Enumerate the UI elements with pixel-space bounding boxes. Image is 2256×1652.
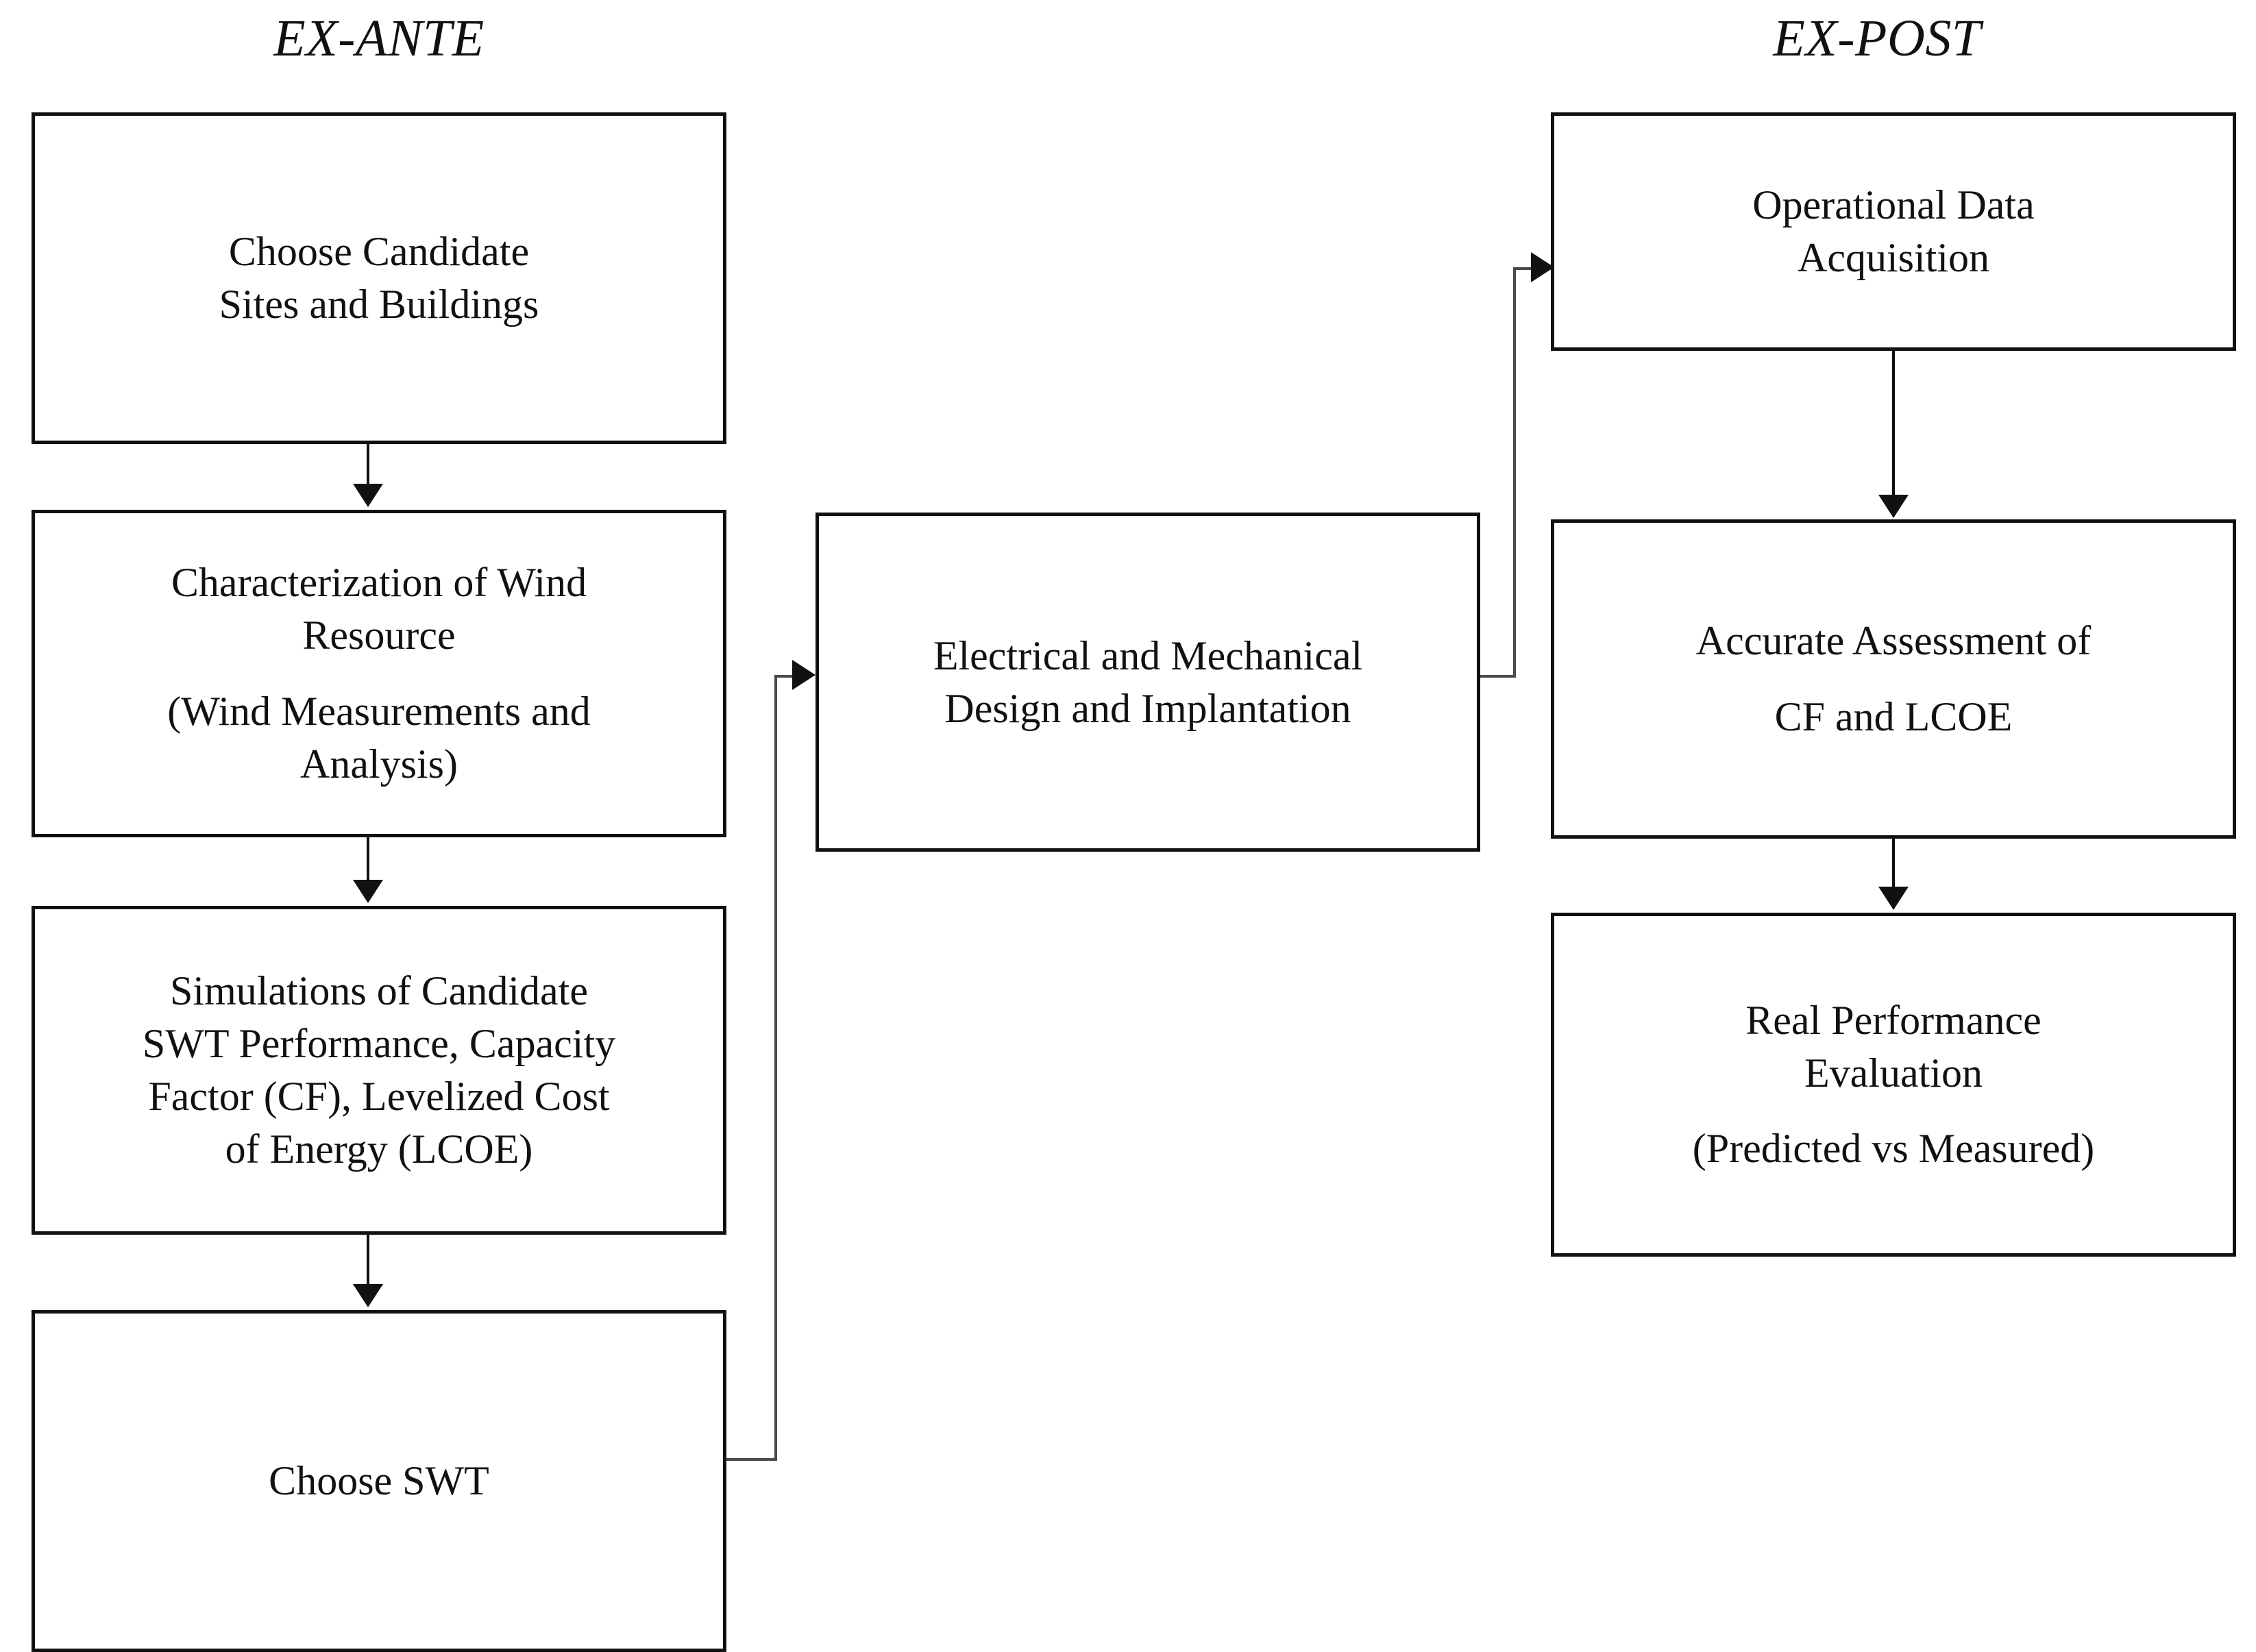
node-line-gap (47, 662, 711, 685)
arrowhead-down-icon (1878, 495, 1909, 518)
node-simulations-text: Simulations of Candidate SWT Performance… (35, 965, 723, 1175)
node-electrical-and-mechanical-design[interactable]: Electrical and Mechanical Design and Imp… (816, 513, 1480, 852)
arrowhead-down-icon (353, 484, 383, 507)
node-line: of Energy (LCOE) (225, 1126, 533, 1172)
node-line: (Wind Measurements and (167, 689, 591, 734)
connector-design-to-opdata-segment-3 (1513, 267, 1538, 270)
node-line: Analysis) (300, 741, 458, 787)
connector-simulations-to-choose-swt (367, 1235, 369, 1285)
node-accurate-assessment-text: Accurate Assessment of CF and LCOE (1554, 615, 2233, 743)
connector-swt-to-design-segment-1 (726, 1458, 777, 1461)
node-line: Factor (CF), Levelized Cost (148, 1074, 610, 1119)
node-line-gap (1567, 1099, 2220, 1122)
node-characterization-of-wind-resource[interactable]: Characterization of Wind Resource (Wind … (32, 510, 726, 837)
node-line: CF and LCOE (1774, 694, 2013, 739)
node-line: Characterization of Wind (171, 560, 587, 606)
node-accurate-assessment-of-cf-and-lcoe[interactable]: Accurate Assessment of CF and LCOE (1551, 519, 2236, 839)
connector-design-to-opdata-segment-2 (1513, 267, 1516, 678)
node-line: Choose Candidate (228, 229, 530, 275)
node-operational-data-acquisition-text: Operational Data Acquisition (1554, 179, 2233, 284)
node-simulations-of-candidate-swt-performance[interactable]: Simulations of Candidate SWT Performance… (32, 906, 726, 1235)
node-line: Choose SWT (269, 1458, 489, 1504)
node-line: Operational Data (1752, 182, 2035, 228)
node-line: Simulations of Candidate (170, 968, 588, 1014)
node-operational-data-acquisition[interactable]: Operational Data Acquisition (1551, 112, 2236, 351)
node-choose-swt[interactable]: Choose SWT (32, 1310, 726, 1652)
connector-wind-to-simulations (367, 837, 369, 881)
arrowhead-down-icon (1878, 887, 1909, 910)
node-real-performance-evaluation-text: Real Performance Evaluation (Predicted v… (1554, 994, 2233, 1175)
arrowhead-right-icon (1531, 252, 1554, 282)
node-line: SWT Performance, Capacity (142, 1021, 616, 1067)
node-line: Electrical and Mechanical (933, 632, 1363, 678)
connector-opdata-to-assessment (1892, 351, 1895, 497)
connector-assessment-to-real-performance (1892, 839, 1895, 889)
arrowhead-right-icon (792, 660, 816, 690)
connector-sites-to-wind (367, 444, 369, 486)
node-line: Evaluation (1804, 1050, 1983, 1096)
node-choose-candidate-sites[interactable]: Choose Candidate Sites and Buildings (32, 112, 726, 444)
node-line: Design and Implantation (944, 685, 1351, 731)
node-line: Resource (302, 613, 456, 658)
node-choose-swt-text: Choose SWT (35, 1455, 723, 1507)
node-line-gap (1567, 667, 2220, 691)
arrowhead-down-icon (353, 1284, 383, 1307)
node-electrical-and-mechanical-design-text: Electrical and Mechanical Design and Imp… (819, 630, 1477, 735)
node-choose-candidate-sites-text: Choose Candidate Sites and Buildings (35, 225, 723, 331)
connector-swt-to-design-segment-2 (774, 675, 777, 1461)
node-line: Sites and Buildings (219, 282, 539, 327)
node-real-performance-evaluation[interactable]: Real Performance Evaluation (Predicted v… (1551, 913, 2236, 1257)
node-line: Accurate Assessment of (1695, 618, 2092, 664)
node-line: (Predicted vs Measured) (1692, 1126, 2095, 1172)
connector-design-to-opdata-segment-1 (1480, 675, 1516, 678)
node-line: Acquisition (1798, 235, 1989, 280)
connector-swt-to-design-segment-3 (774, 675, 799, 678)
node-line: Real Performance (1745, 997, 2042, 1043)
column-title-ex-post: EX-POST (1773, 10, 1981, 67)
column-title-ex-ante: EX-ANTE (273, 10, 485, 67)
node-characterization-of-wind-resource-text: Characterization of Wind Resource (Wind … (35, 556, 723, 790)
arrowhead-down-icon (353, 880, 383, 903)
